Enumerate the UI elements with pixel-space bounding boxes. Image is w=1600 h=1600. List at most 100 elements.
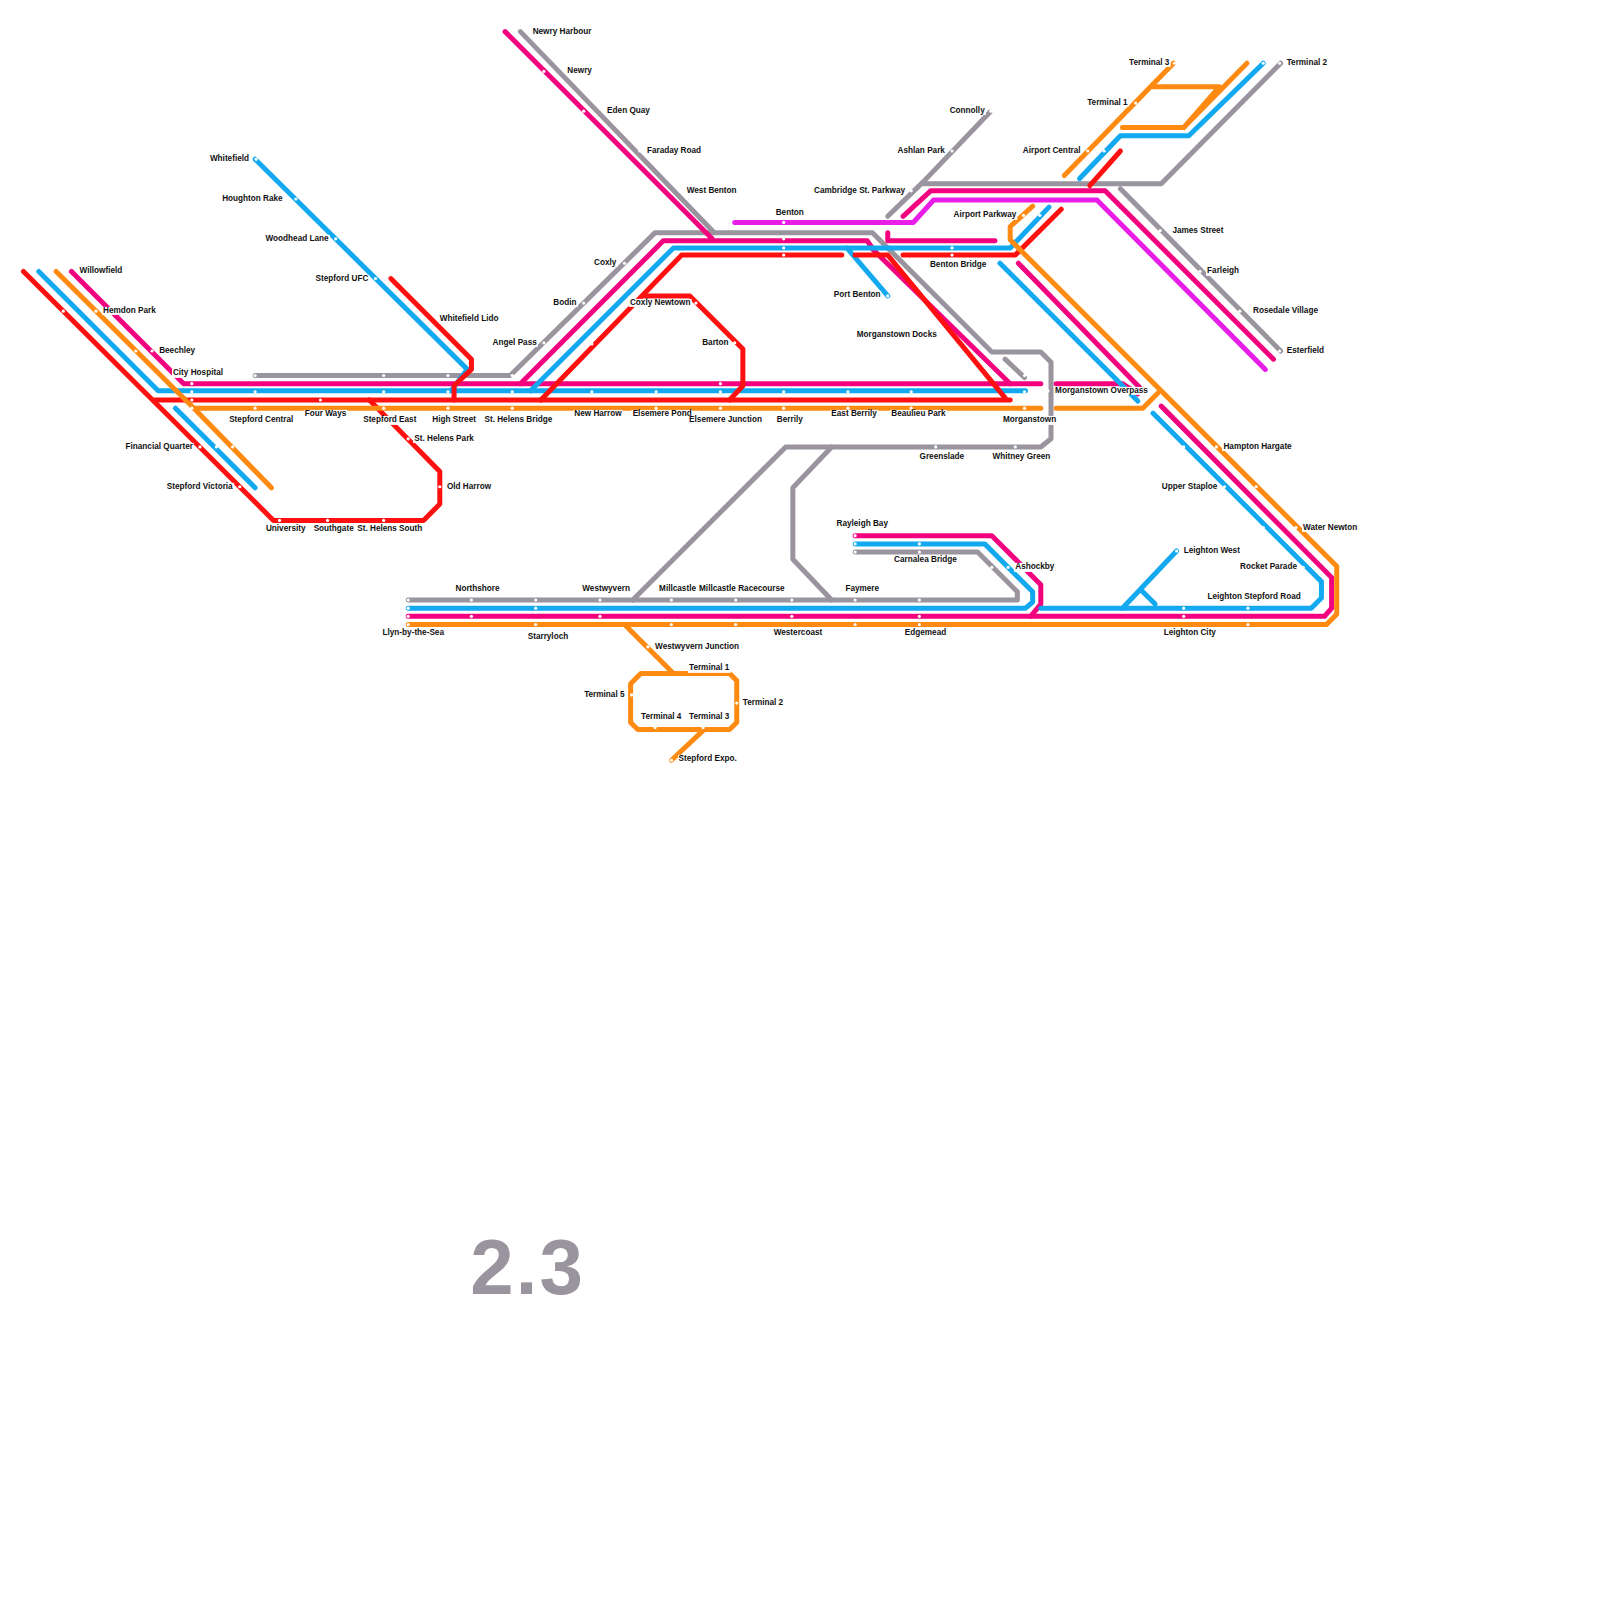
station-dot xyxy=(782,237,785,240)
station-dot xyxy=(511,390,514,393)
station-dot xyxy=(511,374,514,377)
station-label: Esterfield xyxy=(1286,347,1325,355)
station-dot xyxy=(382,407,385,410)
station-dot xyxy=(934,445,937,448)
station-label: Farleigh xyxy=(1206,267,1240,275)
station-label: Airport Central xyxy=(1022,147,1082,155)
station-label: St. Helens South xyxy=(356,524,423,532)
station-dot xyxy=(1014,445,1017,448)
station-dot xyxy=(374,277,377,280)
station-dot xyxy=(1278,349,1281,352)
station-dot xyxy=(918,623,921,626)
station-label: Cambridge St. Parkway xyxy=(813,187,906,195)
station-label: St. Helens Bridge xyxy=(483,416,553,424)
station-label: Terminal 5 xyxy=(583,691,625,699)
route-line xyxy=(155,398,1010,403)
route-line xyxy=(1056,393,1158,408)
station-dot xyxy=(407,607,410,610)
station-dot xyxy=(1023,407,1026,410)
station-dot xyxy=(190,398,193,401)
station-dot xyxy=(598,598,601,601)
station-label: Starryloch xyxy=(527,633,570,641)
station-label: Berrily xyxy=(776,416,804,424)
station-label: Willowfield xyxy=(79,267,124,275)
station-label: Morganstown Docks xyxy=(856,331,938,339)
station-dot xyxy=(918,615,921,618)
station-label: Angel Pass xyxy=(492,339,538,347)
station-label: St. Helens Park xyxy=(413,435,475,443)
station-dot xyxy=(846,390,849,393)
station-label: Coxly xyxy=(593,259,617,267)
station-dot xyxy=(1038,214,1041,217)
station-label: Whitefield xyxy=(209,155,250,163)
station-label: Terminal 2 xyxy=(1286,59,1328,67)
station-dot xyxy=(886,294,889,297)
station-dot xyxy=(1046,389,1049,392)
station-dot xyxy=(1238,310,1241,313)
station-dot xyxy=(1215,445,1218,448)
station-label: New Harrow xyxy=(573,410,622,418)
route-line xyxy=(1122,551,1176,608)
station-dot xyxy=(198,445,201,448)
route-line xyxy=(847,207,1049,248)
route-line xyxy=(1000,263,1138,401)
station-dot xyxy=(590,342,593,345)
station-dot xyxy=(238,485,241,488)
station-label: Westwyvern Junction xyxy=(654,643,740,651)
station-dot xyxy=(1182,607,1185,610)
route-line xyxy=(624,624,736,729)
station-label: Terminal 1 xyxy=(1086,99,1128,107)
station-label: Stepford Expo. xyxy=(678,755,738,763)
station-dot xyxy=(854,598,857,601)
station-label: Westercoast xyxy=(773,629,824,637)
station-dot xyxy=(1022,214,1025,217)
station-dot xyxy=(382,390,385,393)
station-dot xyxy=(407,598,410,601)
station-dot xyxy=(1173,62,1176,65)
station-dot xyxy=(646,645,649,648)
route-line xyxy=(408,552,1017,600)
station-label: Terminal 1 xyxy=(688,664,730,672)
station-label: Faraday Road xyxy=(646,147,702,155)
station-dot xyxy=(694,301,697,304)
station-dot xyxy=(719,407,722,410)
station-dot xyxy=(719,382,722,385)
station-dot xyxy=(854,550,857,553)
station-label: Old Harrow xyxy=(446,483,492,491)
station-dot xyxy=(1182,615,1185,618)
station-dot xyxy=(446,407,449,410)
station-dot xyxy=(1262,62,1265,65)
station-dot xyxy=(638,149,641,152)
station-dot xyxy=(678,189,681,192)
station-dot xyxy=(854,542,857,545)
station-label: Terminal 4 xyxy=(640,713,682,721)
station-dot xyxy=(190,390,193,393)
station-dot xyxy=(670,598,673,601)
station-label: Terminal 3 xyxy=(688,713,730,721)
route-line xyxy=(39,271,1026,390)
station-label: Beechley xyxy=(158,347,196,355)
station-dot xyxy=(407,615,410,618)
station-dot xyxy=(231,445,234,448)
station-label: Leighton Stepford Road xyxy=(1206,593,1301,601)
station-dot xyxy=(1255,485,1258,488)
station-label: Leighton City xyxy=(1163,629,1217,637)
route-line xyxy=(505,32,712,239)
route-line xyxy=(1005,359,1024,377)
station-label: Water Newton xyxy=(1302,523,1358,531)
station-dot xyxy=(598,615,601,618)
station-label: Whitefield Lido xyxy=(439,315,500,323)
station-dot xyxy=(1007,566,1010,569)
station-dot xyxy=(94,310,97,313)
station-dot xyxy=(254,374,257,377)
station-dot xyxy=(382,374,385,377)
station-dot xyxy=(1294,526,1297,529)
station-label: Morganstown Overpass xyxy=(1054,387,1149,395)
station-label: Greenslade xyxy=(919,453,966,461)
route-line xyxy=(643,296,743,400)
station-label: West Benton xyxy=(686,187,738,195)
station-dot xyxy=(735,701,738,704)
station-label: Stepford East xyxy=(362,416,417,424)
station-label: Eden Quay xyxy=(606,107,651,115)
station-dot xyxy=(542,341,545,344)
